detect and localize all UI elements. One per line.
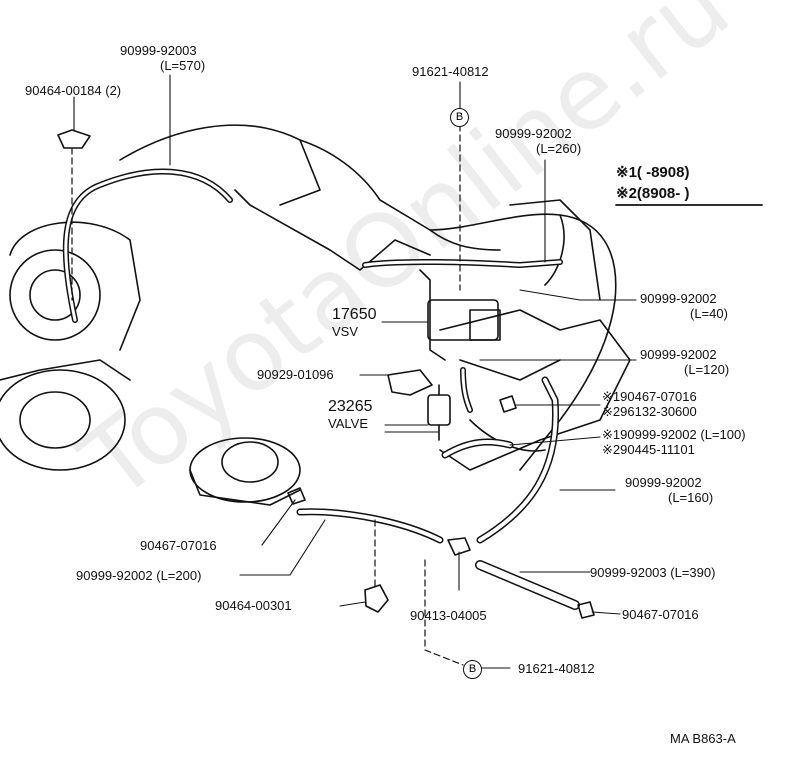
label-hose-200: 90999-92002 (L=200) [76, 568, 202, 583]
label-hose-120-part: 90999-92002 [640, 347, 717, 362]
label-hose-260-part: 90999-92002 [495, 126, 572, 141]
label-hose-160-length: (L=160) [668, 490, 714, 505]
label-hose-40-length: (L=40) [690, 306, 728, 321]
diaphragm-outline [189, 437, 301, 506]
hoses [62, 168, 580, 610]
label-hose-120-length: (L=120) [684, 362, 730, 377]
label-hose-570-length: (L=570) [160, 58, 206, 73]
label-bolt-bottom: 91621-40812 [518, 661, 595, 676]
label-vsv-part: 17650 [332, 306, 377, 323]
label-hose-alt-2: ※290445-11101 [602, 442, 695, 457]
bracket-outline [387, 369, 433, 396]
label-valve-name: VALVE [328, 416, 368, 431]
label-note-2: ※2(8908- ) [616, 185, 690, 202]
label-note-1: ※1( -8908) [616, 164, 690, 181]
label-hose-160-part: 90999-92002 [625, 475, 702, 490]
label-clip-alt-1: ※190467-07016 [602, 389, 697, 404]
label-clip-left: 90467-07016 [140, 538, 217, 553]
label-valve-part: 23265 [328, 398, 373, 415]
label-bolt-top: 91621-40812 [412, 64, 489, 79]
label-hose-40-part: 90999-92002 [640, 291, 717, 306]
label-hose-570-part: 90999-92003 [120, 43, 197, 58]
label-clip-right: 90467-07016 [622, 607, 699, 622]
clips [57, 129, 595, 619]
ref-b-bottom: B [463, 660, 482, 679]
label-tee: 90413-04005 [410, 608, 487, 623]
label-clamp-bottom: 90464-00301 [215, 598, 292, 613]
label-clip-alt-2: ※296132-30600 [602, 404, 697, 419]
dashed-leaders [71, 124, 464, 666]
ref-b-top: B [450, 108, 469, 127]
label-hose-390: 90999-92003 (L=390) [590, 565, 716, 580]
leader-lines [73, 74, 637, 669]
left-pump-outline [0, 221, 141, 471]
label-vsv-name: VSV [332, 324, 359, 339]
label-hose-260-length: (L=260) [536, 141, 582, 156]
diagram-code: MA B863-A [670, 731, 736, 746]
vsv-outline [419, 269, 501, 361]
label-hose-alt-1: ※190999-92002 (L=100) [602, 427, 746, 442]
label-clamp-top-left: 90464-00184 (2) [25, 83, 122, 98]
valve-outline [427, 384, 451, 441]
label-bracket: 90929-01096 [257, 367, 334, 382]
